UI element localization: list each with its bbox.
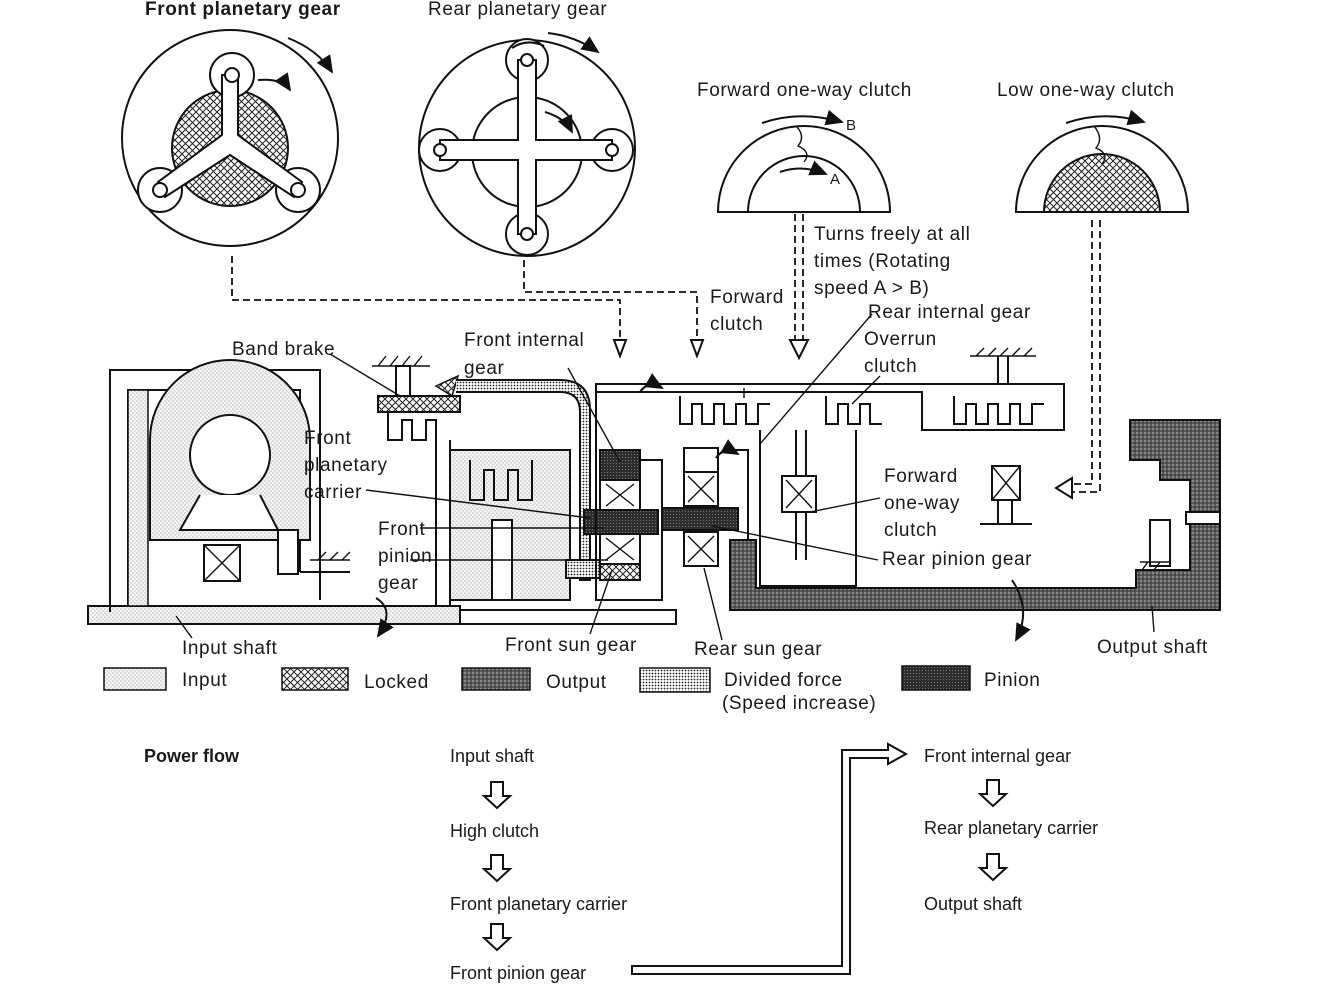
label-overrun-clutch: Overrun clutch [864,329,943,377]
label-output-shaft: Output shaft [1097,637,1208,658]
down-arrow-icon [481,781,513,810]
rear-planetary-gear-illustration [418,32,636,257]
down-arrow-icon [977,779,1009,808]
label-band-brake: Band brake [232,339,335,360]
legend-label: Pinion [984,670,1040,691]
legend-item-pinion: Pinion [901,665,1040,691]
legend-item-divided-force: Divided force (Speed increase) [639,667,876,714]
power-flow-heading: Power flow [144,746,240,766]
front-planetary-gear-illustration [121,29,339,247]
forward-one-way-clutch-title: Forward one-way clutch [697,80,912,101]
label-forward-one-way-clutch: Forward one-way clutch [884,466,966,541]
label-front-sun-gear: Front sun gear [505,635,637,656]
down-arrow-icon [481,923,513,952]
label-rear-pinion-gear: Rear pinion gear [882,549,1032,570]
label-front-pinion-gear: Front pinion gear [378,519,438,594]
low-one-way-clutch-title: Low one-way clutch [997,80,1175,101]
leader-lines [175,313,1155,641]
flow-step: Output shaft [924,894,1022,914]
flow-step: Front internal gear [924,746,1071,766]
legend-item-locked: Locked [281,667,429,693]
legend-item-input: Input [103,667,227,691]
legend-item-output: Output [461,667,607,693]
power-flow: Power flow Input shaft High clutch Front… [144,742,1098,983]
transmission-cross-section [87,347,1221,642]
flow-connector-arrow [631,742,909,975]
rear-planetary-gear-title: Rear planetary gear [428,0,607,20]
label-rear-internal-gear: Rear internal gear [868,302,1031,323]
down-arrow-icon [977,853,1009,882]
legend-label: Locked [364,672,429,693]
front-planetary-gear-title: Front planetary gear [145,0,341,20]
flow-step: Front planetary carrier [450,894,627,914]
flow-step: Input shaft [450,746,534,766]
down-arrow-icon [481,854,513,883]
flow-step: Front pinion gear [450,963,586,983]
label-forward-clutch: Forward clutch [710,287,790,335]
legend-label: Divided force [724,670,843,691]
clutch-mark-a: A [830,171,841,188]
label-front-internal-gear: Front internal gear [464,330,590,379]
legend-label: Input [182,670,227,691]
flow-step: Rear planetary carrier [924,818,1098,838]
low-one-way-clutch-illustration [1014,109,1190,213]
forward-one-way-clutch-illustration: B A [716,109,892,213]
legend-sublabel: (Speed increase) [722,693,876,714]
clutch-mark-b: B [846,117,857,134]
label-rear-sun-gear: Rear sun gear [694,639,822,660]
label-front-planetary-carrier: Front planetary carrier [304,428,393,503]
label-turns-freely: Turns freely at all times (Rotating spee… [814,224,976,299]
legend-label: Output [546,672,607,693]
flow-step: High clutch [450,821,539,841]
label-input-shaft: Input shaft [182,638,277,659]
dashed-leaders [231,214,1101,500]
legend: Input Locked Output Divided force (Speed… [103,665,1040,714]
